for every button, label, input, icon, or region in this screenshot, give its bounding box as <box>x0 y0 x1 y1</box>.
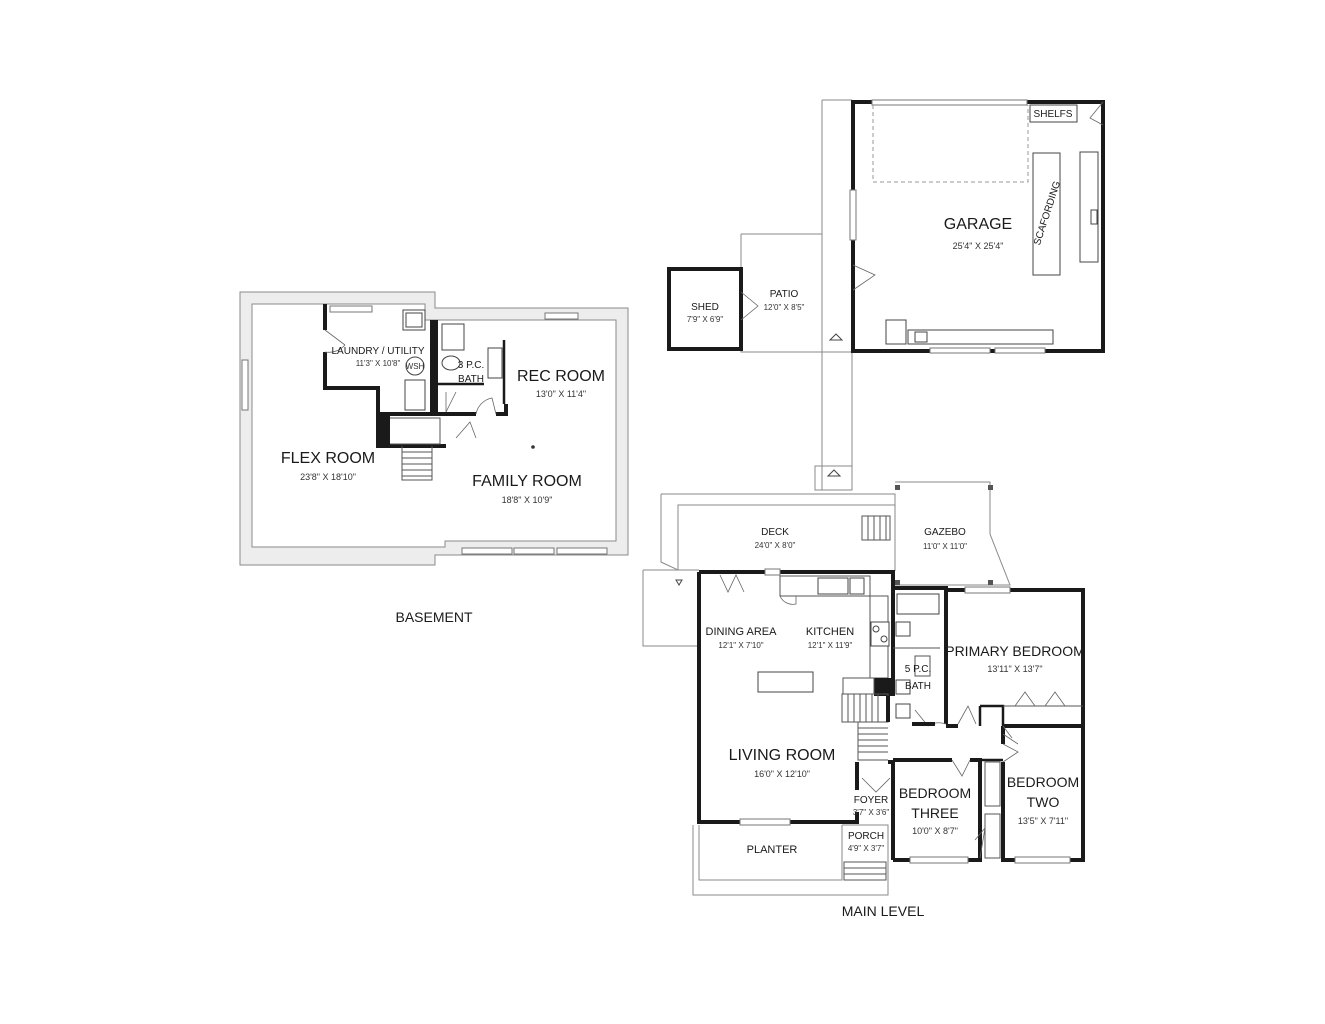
family-room-label: FAMILY ROOM <box>472 473 582 490</box>
patio-label: PATIO <box>770 289 799 300</box>
basement-plan: WSH LAUNDRY / UTILITY 11'3" X 10'8" 3 P.… <box>239 291 629 625</box>
laundry-utility-dims: 11'3" X 10'8" <box>356 359 401 368</box>
planter-label: PLANTER <box>747 844 798 856</box>
bedroom-two-label-1: BEDROOM <box>1007 774 1079 790</box>
deck-dims: 24'0" X 8'0" <box>755 541 796 550</box>
basement-level-title: BASEMENT <box>395 609 472 625</box>
kitchen-dims: 12'1" X 11'9" <box>808 641 853 650</box>
bedroom-three-label-1: BEDROOM <box>899 785 971 801</box>
deck-label: DECK <box>761 527 789 538</box>
porch-label: PORCH <box>848 831 884 842</box>
flex-room-label: FLEX ROOM <box>281 450 375 467</box>
shed-label: SHED <box>691 302 719 313</box>
living-room-label: LIVING ROOM <box>729 747 836 764</box>
outbuildings: GARAGE 25'4" X 25'4" SHELFS SCAFORDING S… <box>667 99 1105 490</box>
primary-bedroom-label: PRIMARY BEDROOM <box>945 643 1085 659</box>
dining-area-dims: 12'1" X 7'10" <box>718 641 763 650</box>
rec-room-label: REC ROOM <box>517 368 605 385</box>
dining-area-label: DINING AREA <box>706 626 778 638</box>
foyer-label: FOYER <box>854 795 888 806</box>
washer-label: WSH <box>406 362 425 371</box>
porch-dims: 4'9" X 3'7" <box>848 844 884 853</box>
shed-dims: 7'9" X 6'9" <box>687 315 723 324</box>
living-room-dims: 16'0" X 12'10" <box>754 769 810 779</box>
rec-room-dims: 13'0" X 11'4" <box>536 389 586 399</box>
main-level-title: MAIN LEVEL <box>842 903 925 919</box>
bedroom-two-dims: 13'5" X 7'11" <box>1018 816 1068 826</box>
foyer-dims: 3'7" X 3'6" <box>853 808 889 817</box>
main-bath-label-1: 5 P.C. <box>905 664 932 675</box>
garage-dims: 25'4" X 25'4" <box>953 241 1004 251</box>
gazebo-label: GAZEBO <box>924 527 966 538</box>
basement-bath-label-1: 3 P.C. <box>458 360 485 371</box>
flex-room-dims: 23'8" X 18'10" <box>300 472 356 482</box>
patio-dims: 12'0" X 8'5" <box>764 303 805 312</box>
bedroom-two-label-2: TWO <box>1027 794 1060 810</box>
laundry-utility-label: LAUNDRY / UTILITY <box>332 346 425 357</box>
bedroom-three-label-2: THREE <box>911 805 958 821</box>
primary-bedroom-dims: 13'11" X 13'7" <box>987 664 1042 674</box>
shelfs-label: SHELFS <box>1034 109 1073 120</box>
family-room-dims: 18'8" X 10'9" <box>502 495 553 505</box>
main-bath-label-2: BATH <box>905 681 931 692</box>
main-level-plan: DECK 24'0" X 8'0" GAZEBO 11'0" X 11'0" <box>642 465 1085 919</box>
garage-label: GARAGE <box>944 216 1012 233</box>
kitchen-label: KITCHEN <box>806 626 854 638</box>
basement-bath-label-2: BATH <box>458 374 484 385</box>
bedroom-three-dims: 10'0" X 8'7" <box>912 826 958 836</box>
gazebo-dims: 11'0" X 11'0" <box>923 542 967 551</box>
